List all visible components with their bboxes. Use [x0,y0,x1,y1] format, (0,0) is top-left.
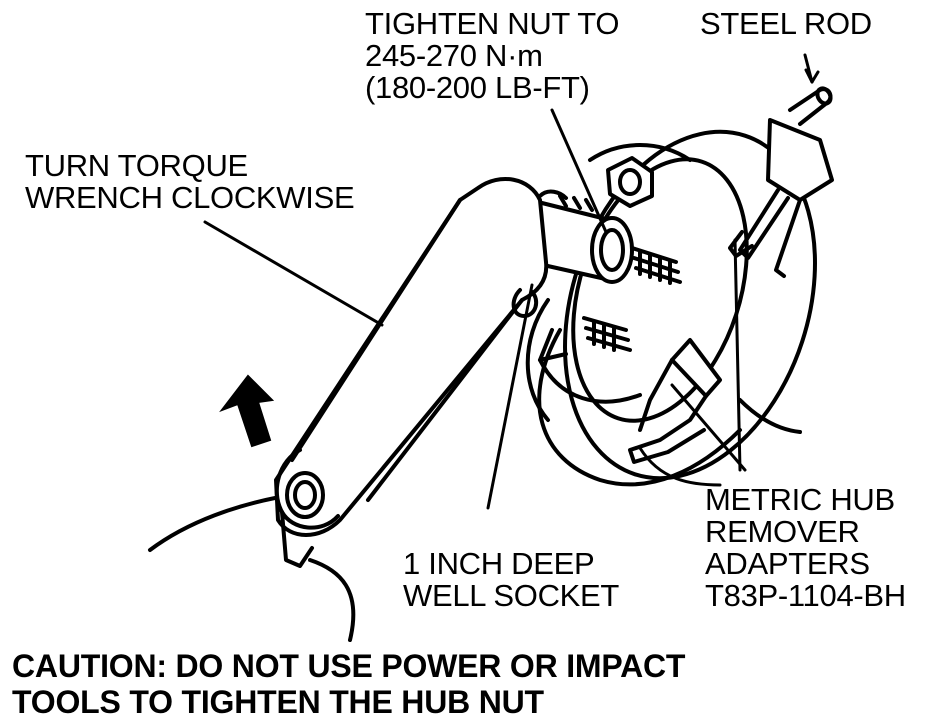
label-turn-wrench: TURN TORQUE WRENCH CLOCKWISE [25,150,354,214]
label-line: 245-270 N·m [365,40,619,72]
label-metric-hub-adapters: METRIC HUB REMOVER ADAPTERS T83P-1104-BH [705,484,906,612]
hand-outline [310,560,353,640]
label-line: WELL SOCKET [403,580,619,612]
label-line: ADAPTERS [705,548,906,580]
leader-arrowhead [806,70,818,82]
label-line: (180-200 LB-FT) [365,72,619,104]
hand-outline [150,498,275,550]
clockwise-arrow-icon [222,376,272,446]
caution-line: CAUTION: DO NOT USE POWER OR IMPACT [12,648,685,684]
label-line: TURN TORQUE [25,150,354,182]
label-tighten-nut: TIGHTEN NUT TO 245-270 N·m (180-200 LB-F… [365,8,619,104]
label-line: T83P-1104-BH [705,580,906,612]
caution-note: CAUTION: DO NOT USE POWER OR IMPACT TOOL… [12,648,685,720]
label-line: METRIC HUB [705,484,906,516]
label-deep-socket: 1 INCH DEEP WELL SOCKET [403,548,619,612]
label-line: REMOVER [705,516,906,548]
label-steel-rod: STEEL ROD [700,8,872,40]
label-line: STEEL ROD [700,8,872,40]
leader-turn-wrench [205,222,382,325]
label-line: 1 INCH DEEP [403,548,619,580]
label-line: TIGHTEN NUT TO [365,8,619,40]
caution-line: TOOLS TO TIGHTEN THE HUB NUT [12,684,685,720]
label-line: WRENCH CLOCKWISE [25,182,354,214]
steel-rod [790,86,833,124]
lug-nut [608,158,652,206]
torque-wrench [276,179,546,566]
